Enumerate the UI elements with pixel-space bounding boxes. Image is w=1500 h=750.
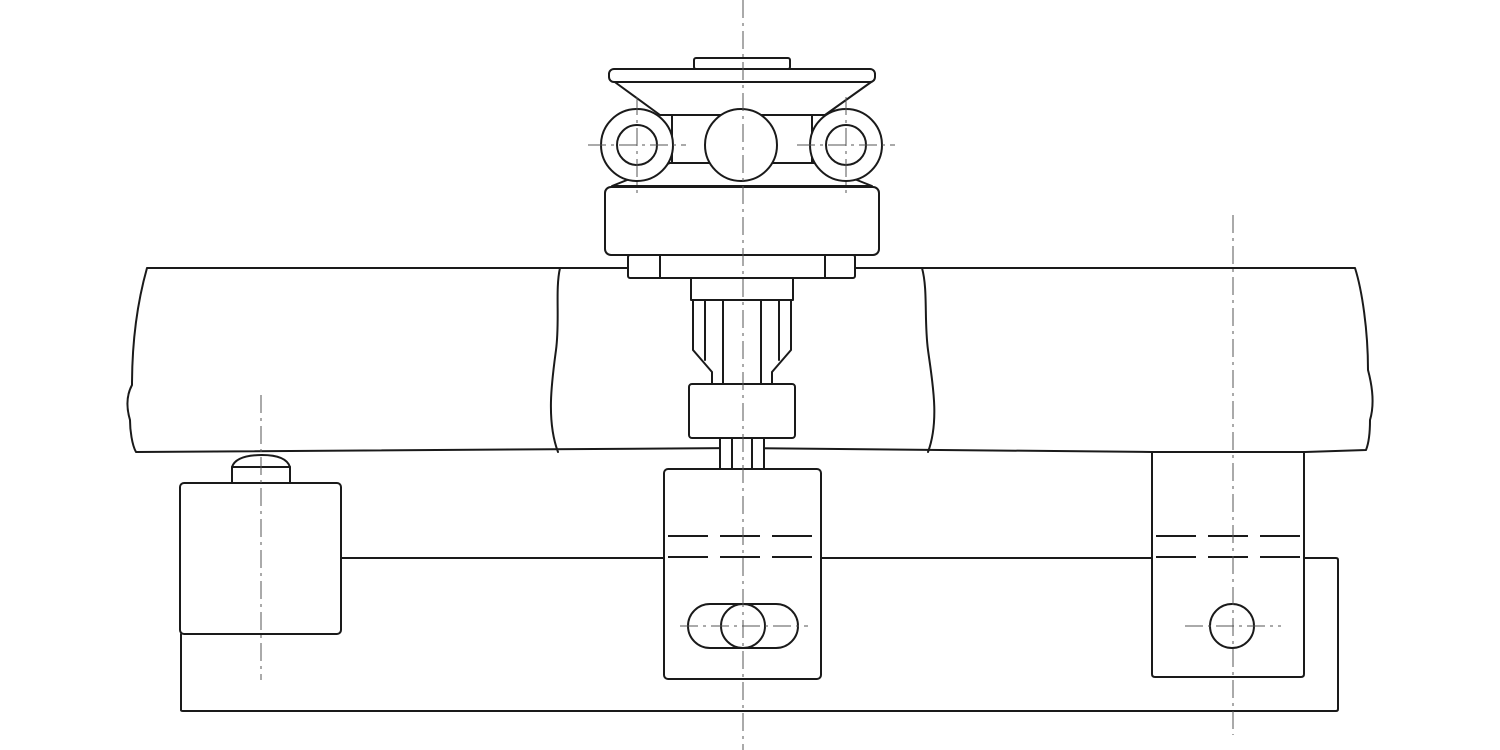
head-top-knob: [693, 57, 791, 70]
spindle-assembly: [688, 277, 796, 470]
center-roller: [704, 108, 778, 182]
base-frame: [180, 557, 1339, 712]
centerlines: [260, 0, 1281, 750]
head-base-plate: [627, 254, 856, 279]
spindle-collar: [688, 383, 796, 439]
spindle-neck: [719, 437, 765, 470]
roller-head: [600, 57, 883, 279]
right-bracket: [1151, 452, 1305, 678]
main-beam: [126, 267, 1374, 453]
head-top-cap: [608, 68, 876, 83]
head-body: [604, 186, 880, 256]
